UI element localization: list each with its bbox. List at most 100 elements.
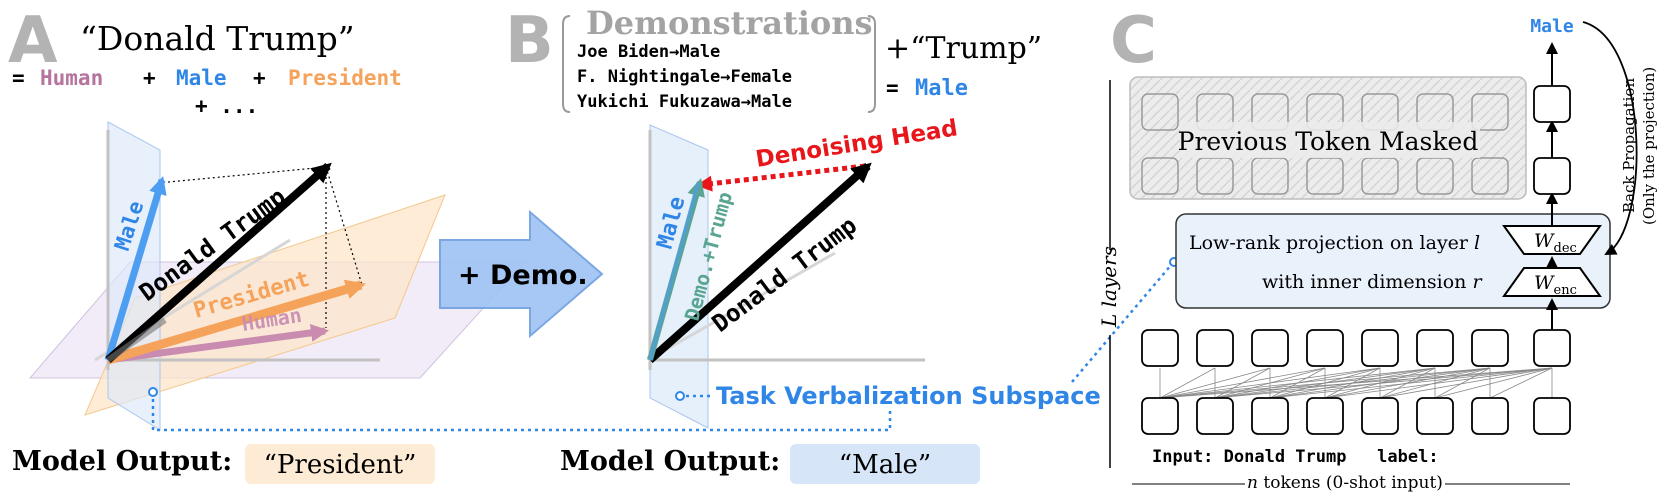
attention-line xyxy=(1434,367,1553,399)
model-output-label-a: Model Output: xyxy=(12,446,232,477)
denoising-head-arrow xyxy=(696,163,866,192)
model-output-box-a xyxy=(245,444,435,484)
token-grid xyxy=(1141,329,1571,435)
equation-ellipsis: + ... xyxy=(195,94,258,118)
attention-line xyxy=(1324,367,1553,399)
token-box xyxy=(1361,397,1399,435)
masked-token-box xyxy=(1141,93,1179,131)
masked-token-box xyxy=(1361,157,1399,195)
model-output-box-b xyxy=(790,444,980,484)
projection-module xyxy=(1175,213,1611,309)
subspace-origin-marker xyxy=(675,391,685,401)
concept-male: Male xyxy=(176,66,227,90)
attention-connections xyxy=(1159,367,1553,399)
demonstrations-block: Demonstrations Joe Biden→Male F. Nightin… xyxy=(562,4,876,113)
token-box xyxy=(1471,397,1509,435)
concept-equation: = Human + Male + President + ... xyxy=(12,66,402,118)
hidden-state-box xyxy=(1533,85,1571,123)
attention-line xyxy=(1159,367,1553,399)
token-box xyxy=(1533,329,1571,367)
w-dec-block xyxy=(1502,225,1602,255)
president-vector xyxy=(106,279,366,365)
masked-token-box xyxy=(1141,157,1179,195)
w-enc-block xyxy=(1502,267,1602,297)
masked-token-box xyxy=(1196,157,1234,195)
token-box xyxy=(1141,397,1179,435)
donald-trump-vector-b xyxy=(647,162,872,363)
donald-trump-vector-label-b: Donald Trump xyxy=(707,211,862,338)
token-box xyxy=(1141,329,1179,367)
token-box xyxy=(1251,329,1289,367)
subspace-connector xyxy=(151,392,892,432)
masked-token-box xyxy=(1306,157,1344,195)
input-tokens-text: Input: Donald Trump label: xyxy=(1152,447,1439,467)
plus-sign: + xyxy=(253,66,266,90)
model-output-value-a: “President” xyxy=(264,450,417,480)
male-vector xyxy=(104,176,167,362)
attention-line xyxy=(1159,367,1491,399)
attention-line xyxy=(1214,367,1553,399)
token-box xyxy=(1306,397,1344,435)
layers-label: L layers xyxy=(1097,246,1121,328)
masked-label-bg xyxy=(1180,122,1480,158)
panel-c-letter: C xyxy=(1110,4,1157,78)
token-box xyxy=(1471,329,1509,367)
token-box xyxy=(1251,397,1289,435)
masked-token-box xyxy=(1416,157,1454,195)
equals-sign: = xyxy=(12,66,25,90)
token-box xyxy=(1416,329,1454,367)
hidden-state-box xyxy=(1533,157,1571,195)
token-box xyxy=(1306,329,1344,367)
token-box xyxy=(1416,397,1454,435)
masked-token-box xyxy=(1251,157,1289,195)
projection-description-line1: Low-rank projection on layer l xyxy=(1189,232,1480,254)
demonstration-item: Yukichi Fukuzawa→Male xyxy=(577,92,792,112)
demo-arrow-label: + Demo. xyxy=(458,260,588,291)
token-box xyxy=(1196,329,1234,367)
donald-trump-vector xyxy=(105,162,332,364)
masked-token-box xyxy=(1471,157,1509,195)
panel-a-title: “Donald Trump” xyxy=(80,19,355,58)
demo-arrow: + Demo. xyxy=(439,209,604,339)
panel-b-letter: B xyxy=(505,4,554,78)
subspace-to-projection-connector xyxy=(1071,263,1173,383)
demonstrations-title: Demonstrations xyxy=(586,4,873,42)
origin-shadow xyxy=(106,317,167,363)
masked-token-box xyxy=(1471,93,1509,131)
answer-equals: = xyxy=(886,76,899,100)
attention-line xyxy=(1434,367,1491,399)
attention-line xyxy=(1159,367,1271,399)
token-box xyxy=(1361,329,1399,367)
masked-token-grid xyxy=(1141,93,1509,195)
attention-line xyxy=(1489,367,1553,399)
attention-line xyxy=(1379,367,1491,399)
token-box xyxy=(1196,397,1234,435)
attention-line xyxy=(1159,367,1381,399)
output-token: Male xyxy=(1530,16,1574,37)
plus-sign: + xyxy=(143,66,156,90)
demonstration-item: F. Nightingale→Female xyxy=(577,67,792,87)
human-vector xyxy=(107,323,329,364)
axes-b xyxy=(647,130,925,370)
model-output-label-b: Model Output: xyxy=(560,446,780,477)
attention-line xyxy=(1159,367,1436,399)
denoising-head-label: Denoising Head xyxy=(754,115,960,173)
subspace-label: Task Verbalization Subspace xyxy=(716,382,1101,410)
n-tokens-label: n tokens (0-shot input) xyxy=(1247,473,1443,493)
w-dec-label: Wdec xyxy=(1534,230,1577,256)
query-token: +“Trump” xyxy=(885,31,1042,66)
back-propagation-arrow xyxy=(1582,21,1638,255)
demonstration-item: Joe Biden→Male xyxy=(577,42,720,62)
projection-lines xyxy=(157,166,363,328)
answer-male: Male xyxy=(915,76,968,101)
projection-description-line2: with inner dimension r xyxy=(1262,271,1483,293)
attention-line xyxy=(1159,367,1216,399)
masked-label: Previous Token Masked xyxy=(1178,127,1479,156)
attention-line xyxy=(1159,367,1326,399)
panel-a-letter: A xyxy=(8,4,58,78)
attention-line xyxy=(1269,367,1553,399)
male-vector-b xyxy=(648,182,700,361)
back-propagation-note: (Only the projection) xyxy=(1640,67,1658,225)
back-propagation-label: Back Propagation xyxy=(1620,78,1638,213)
